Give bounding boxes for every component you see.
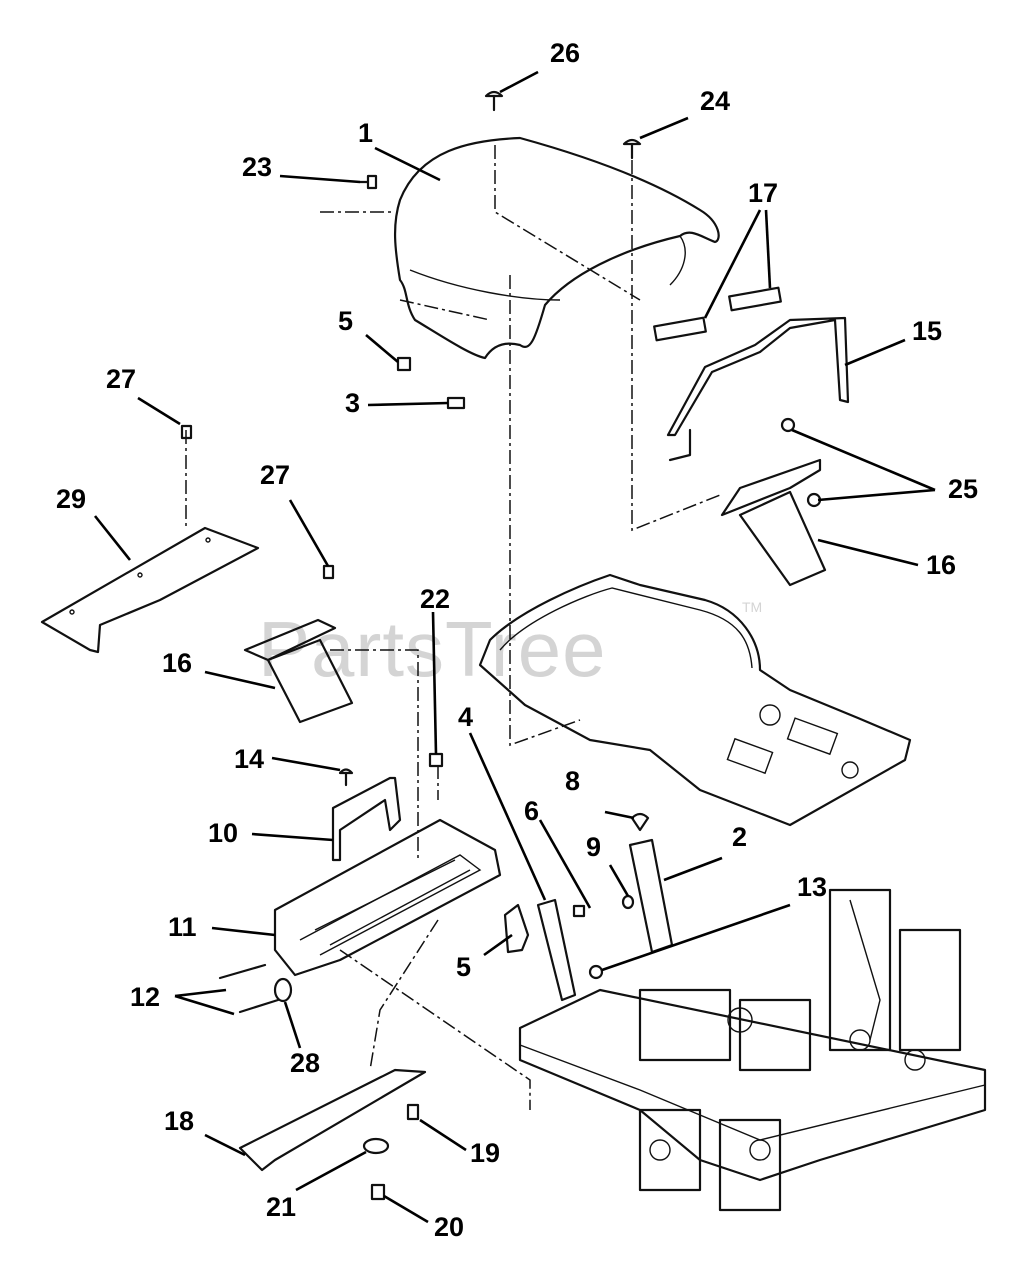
callout-1: 1 (358, 118, 373, 148)
callout-24: 24 (700, 86, 730, 116)
bolt-26 (484, 90, 504, 112)
callout-15: 15 (912, 316, 942, 346)
callout-3: 3 (345, 388, 360, 418)
callout-14: 14 (234, 744, 264, 774)
callout-27-left: 27 (106, 364, 136, 394)
bracket-16-right (720, 458, 827, 587)
callout-13: 13 (797, 872, 827, 902)
bracket-10 (331, 776, 402, 862)
fastener-6 (572, 904, 586, 918)
screw-14 (338, 768, 354, 787)
bolt-27-middle (322, 564, 335, 580)
callout-numbers: 26 24 1 23 17 15 5 3 27 25 27 29 16 22 1… (56, 38, 978, 1242)
washer-28 (273, 977, 293, 1003)
callout-5-lower: 5 (456, 952, 471, 982)
callout-10: 10 (208, 818, 238, 848)
bracket-16-left (243, 618, 354, 724)
callout-11: 11 (168, 912, 197, 942)
seat-pan-cover (394, 136, 720, 360)
callout-21: 21 (266, 1192, 296, 1222)
post-2 (628, 838, 674, 954)
callout-17: 17 (748, 178, 778, 208)
callout-12: 12 (130, 982, 160, 1012)
alignment-lines (185, 145, 721, 1110)
callout-2: 2 (732, 822, 747, 852)
nut-25-a (780, 417, 796, 433)
callout-9: 9 (586, 832, 601, 862)
watermark-trademark: TM (742, 599, 762, 615)
screw-23 (358, 174, 378, 190)
callout-20: 20 (434, 1212, 464, 1242)
callout-28: 28 (290, 1048, 320, 1078)
bolt-20 (370, 1183, 386, 1201)
callout-29: 29 (56, 484, 86, 514)
pads-17 (653, 286, 782, 342)
bolt-24 (622, 138, 642, 160)
washer-21 (362, 1137, 390, 1155)
plate-29 (40, 526, 260, 654)
callout-4: 4 (458, 702, 473, 732)
chassis-frame (518, 888, 987, 1212)
nut-22 (428, 752, 444, 768)
callout-16-left: 16 (162, 648, 192, 678)
bolt-27-left (180, 424, 193, 440)
callout-25: 25 (948, 474, 978, 504)
callout-22: 22 (420, 584, 450, 614)
callout-5-upper: 5 (338, 306, 353, 336)
callout-23: 23 (242, 152, 272, 182)
bracket-18 (238, 1068, 427, 1172)
callout-16-right: 16 (926, 550, 956, 580)
nut-9 (621, 894, 635, 910)
cap-8 (630, 812, 650, 832)
callout-19: 19 (470, 1138, 500, 1168)
clip-5-lower (503, 903, 530, 954)
fastener-3 (446, 396, 466, 410)
callout-18: 18 (164, 1106, 194, 1136)
callout-27-middle: 27 (260, 460, 290, 490)
bolt-19 (406, 1103, 420, 1121)
fastener-5-upper (396, 356, 412, 372)
nut-13 (588, 964, 604, 980)
seat-bracket-15 (666, 316, 850, 462)
callout-6: 6 (524, 796, 539, 826)
lever-4 (536, 898, 577, 1002)
callout-8: 8 (565, 766, 580, 796)
bolts-12 (218, 963, 280, 1014)
leader-lines (93, 70, 936, 1224)
tray-11 (273, 818, 502, 977)
callout-26: 26 (550, 38, 580, 68)
seat-frame (478, 573, 912, 827)
